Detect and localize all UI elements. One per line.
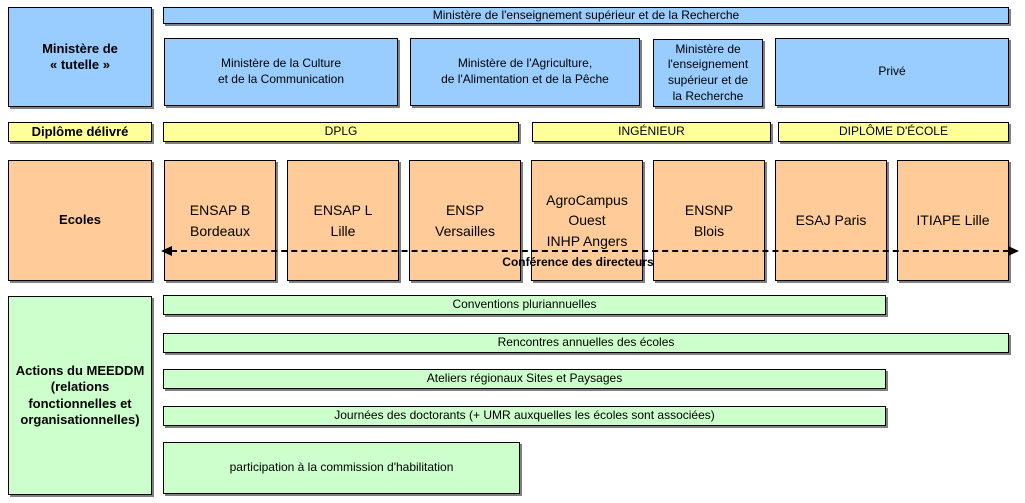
- ministry-agriculture-alimentation-peche-label: Ministère de l'Agriculture, de l'Aliment…: [441, 56, 609, 86]
- arrow-left-icon: [161, 246, 172, 256]
- ministry-top-bar-label: Ministère de l'enseignement supérieur et…: [432, 7, 740, 22]
- action-rencontres-annuelles: Rencontres annuelles des écoles: [163, 333, 1009, 353]
- diploma-ingenieur-label: INGÉNIEUR: [618, 124, 685, 139]
- row-header-ministere-tutelle: Ministère de « tutelle »: [8, 7, 152, 107]
- action-participation-commission-habilitation: participation à la commission d'habilita…: [163, 442, 520, 494]
- school-ensap-bordeaux-label: ENSAP B Bordeaux: [189, 202, 251, 239]
- action-ateliers-regionaux-label: Ateliers régionaux Sites et Paysages: [426, 371, 623, 386]
- diploma-dplg-label: DPLG: [324, 124, 358, 139]
- school-itiape-lille-label: ITIAPE Lille: [916, 212, 990, 229]
- action-journees-doctorants: Journées des doctorants (+ UMR auxquelle…: [163, 406, 886, 426]
- school-agrocampus-ouest-inhp-angers: AgroCampus Ouest INHP Angers: [531, 160, 643, 281]
- ministry-agriculture-alimentation-peche: Ministère de l'Agriculture, de l'Aliment…: [410, 38, 640, 106]
- ministry-prive: Privé: [775, 38, 1009, 106]
- diploma-ingenieur: INGÉNIEUR: [532, 122, 771, 142]
- school-ensap-lille-label: ENSAP L Lille: [313, 202, 373, 239]
- ministry-enseignement-superieur-recherche: Ministère de l'enseignement supérieur et…: [653, 39, 763, 107]
- school-esaj-paris: ESAJ Paris: [775, 160, 887, 281]
- arrow-right-icon: [1008, 246, 1019, 256]
- action-conventions-pluriannuelles: Conventions pluriannuelles: [163, 295, 886, 315]
- action-participation-commission-habilitation-label: participation à la commission d'habilita…: [229, 460, 454, 475]
- row-header-ecoles: Ecoles: [8, 160, 152, 281]
- school-ensap-bordeaux: ENSAP B Bordeaux: [164, 160, 276, 281]
- row-header-actions-meeddm-label: Actions du MEEDDM (relations fonctionnel…: [15, 363, 145, 427]
- school-ensp-versailles: ENSP Versailles: [409, 160, 521, 281]
- conference-des-directeurs-label: Conférence des directeurs: [502, 255, 654, 269]
- school-ensnp-blois: ENSNP Blois: [653, 160, 765, 281]
- school-itiape-lille: ITIAPE Lille: [897, 160, 1009, 281]
- school-ensnp-blois-label: ENSNP Blois: [684, 202, 734, 239]
- ministry-culture-communication-label: Ministère de la Culture et de la Communi…: [217, 56, 345, 86]
- ministry-top-bar: Ministère de l'enseignement supérieur et…: [163, 7, 1009, 24]
- action-conventions-pluriannuelles-label: Conventions pluriannuelles: [452, 297, 597, 312]
- row-header-diplome-delivre-label: Diplôme délivré: [31, 123, 129, 139]
- school-ensap-lille: ENSAP L Lille: [287, 160, 399, 281]
- diploma-diplome-ecole: DIPLÔME D'ÉCOLE: [778, 122, 1009, 142]
- conference-dashed-line: [171, 250, 1009, 252]
- school-ensp-versailles-label: ENSP Versailles: [435, 202, 495, 239]
- action-ateliers-regionaux: Ateliers régionaux Sites et Paysages: [163, 369, 886, 389]
- row-header-diplome-delivre: Diplôme délivré: [8, 122, 152, 142]
- row-header-ecoles-label: Ecoles: [59, 212, 101, 228]
- row-header-actions-meeddm: Actions du MEEDDM (relations fonctionnel…: [8, 296, 152, 495]
- school-esaj-paris-label: ESAJ Paris: [795, 212, 867, 229]
- ministry-prive-label: Privé: [878, 64, 906, 79]
- row-header-ministere-tutelle-label: Ministère de « tutelle »: [42, 40, 118, 72]
- action-journees-doctorants-label: Journées des doctorants (+ UMR auxquelle…: [334, 408, 715, 423]
- diploma-dplg: DPLG: [163, 122, 519, 142]
- school-agrocampus-ouest-inhp-angers-label: AgroCampus Ouest INHP Angers: [546, 192, 628, 249]
- ministry-culture-communication: Ministère de la Culture et de la Communi…: [164, 38, 398, 106]
- diploma-diplome-ecole-label: DIPLÔME D'ÉCOLE: [839, 124, 948, 139]
- action-rencontres-annuelles-label: Rencontres annuelles des écoles: [497, 335, 675, 350]
- ministry-enseignement-superieur-recherche-label: Ministère de l'enseignement supérieur et…: [667, 41, 749, 103]
